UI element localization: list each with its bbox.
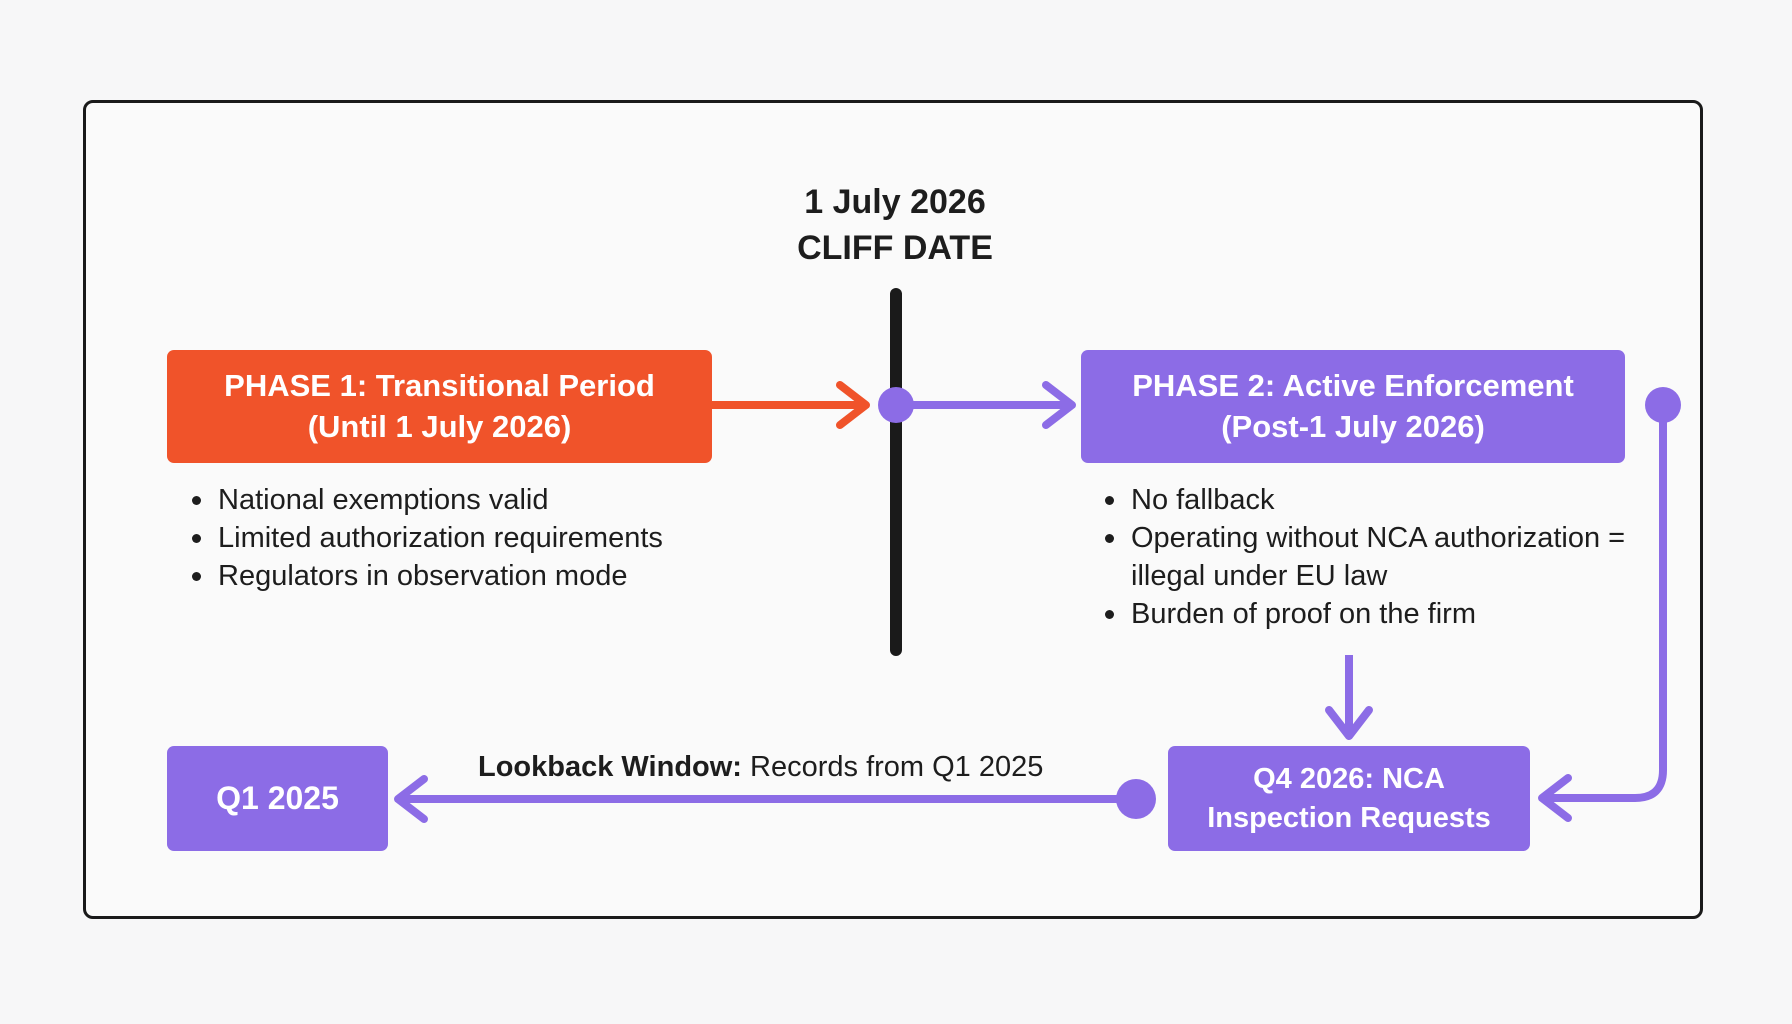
phase1-box: PHASE 1: Transitional Period (Until 1 Ju…: [167, 350, 712, 463]
phase1-bullet: Regulators in observation mode: [189, 557, 663, 595]
phase2-box: PHASE 2: Active Enforcement (Post-1 July…: [1081, 350, 1625, 463]
phase1-bullet: Limited authorization requirements: [189, 519, 663, 557]
phase2-subtitle: (Post-1 July 2026): [1221, 408, 1485, 444]
phase1-bullet: National exemptions valid: [189, 481, 663, 519]
origin-box: Q1 2025: [167, 746, 388, 851]
lookback-text: Records from Q1 2025: [741, 751, 1044, 783]
cliff-date: 1 July 2026: [804, 183, 986, 221]
phase1-bullet-list: National exemptions valid Limited author…: [189, 481, 663, 595]
phase2-to-q4-loop: [1545, 405, 1667, 802]
phase2-bullet: Operating without NCA authorization = il…: [1102, 519, 1642, 595]
phase1-title: PHASE 1: Transitional Period: [224, 367, 655, 403]
inspection-line1: Q4 2026: NCA: [1253, 763, 1445, 796]
phase2-arrowhead: [1042, 381, 1076, 429]
lookback-label: Lookback Window:: [478, 751, 742, 783]
inspection-box: Q4 2026: NCA Inspection Requests: [1168, 746, 1530, 851]
q1-arrowhead: [394, 775, 428, 823]
cliff-label: CLIFF DATE: [797, 229, 993, 267]
phase2-bullet: Burden of proof on the firm: [1102, 595, 1642, 633]
lookback-caption: Lookback Window: Records from Q1 2025: [478, 751, 1043, 784]
phase1-arrowhead: [836, 381, 870, 429]
inspection-line2: Inspection Requests: [1207, 801, 1491, 834]
origin-label: Q1 2025: [216, 780, 339, 817]
phase2-title: PHASE 2: Active Enforcement: [1132, 367, 1574, 403]
phase2-bullet-list: No fallback Operating without NCA author…: [1102, 481, 1642, 633]
q4-right-arrowhead: [1538, 774, 1572, 822]
phase2-bullet: No fallback: [1102, 481, 1642, 519]
phase1-subtitle: (Until 1 July 2026): [307, 408, 572, 444]
q4-top-arrowhead: [1325, 706, 1373, 740]
